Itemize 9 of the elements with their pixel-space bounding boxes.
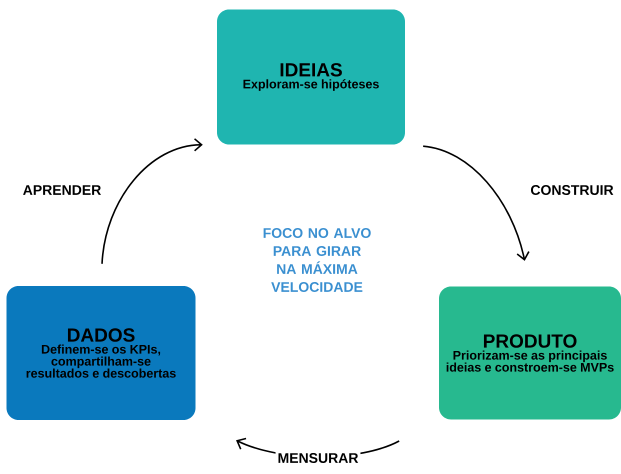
arrow — [101, 138, 203, 264]
process-box: IDEIAS Exploram-se hipóteses — [217, 10, 405, 144]
process-box: PRODUTO Priorizam-se as principais ideias e constroem-se MVPs — [439, 286, 621, 420]
center-text: FOCO NO ALVO PARA GIRAR NA MÁXIMA VELOCIDADE — [264, 228, 371, 292]
edge-label: APRENDER — [20, 183, 104, 197]
edge-label: MENSURAR — [276, 451, 360, 465]
edge-label: CONSTRUIR — [528, 183, 616, 197]
process-box: DADOS Definem-se os KPIs, compartilham-se resultados e descobertas — [6, 286, 196, 420]
arrow — [423, 145, 530, 261]
